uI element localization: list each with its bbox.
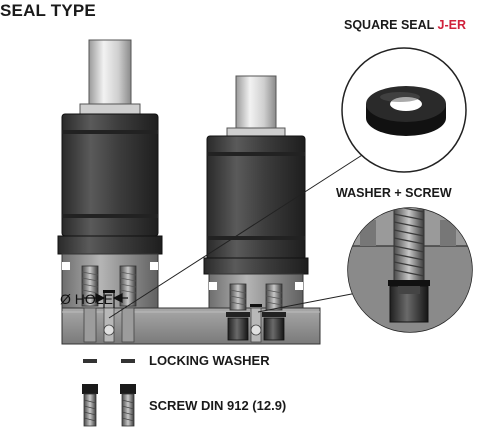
piston-rod-left — [88, 39, 132, 109]
square-seal-callout — [341, 47, 467, 173]
leader-lines — [108, 149, 371, 319]
cylinder-right — [203, 75, 309, 343]
locking-washer-icon — [83, 359, 135, 363]
washer-screw-callout — [347, 207, 473, 333]
screw-label: SCREW DIN 912 (12.9) — [149, 398, 287, 413]
screw-icon — [82, 384, 136, 427]
locking-washer-label: LOCKING WASHER — [149, 353, 270, 368]
square-seal-label-text: SQUARE SEAL — [344, 18, 438, 32]
cylinder-left — [57, 39, 163, 343]
square-seal-code: J-ER — [437, 18, 467, 32]
washer-screw-label: WASHER + SCREW — [336, 186, 452, 200]
piston-rod-right — [235, 75, 277, 133]
diagram-title: SEAL TYPE — [0, 1, 96, 20]
hole-label: Ø HOLE — [60, 291, 113, 307]
hole-dimension — [84, 290, 128, 308]
square-seal-label: SQUARE SEAL J-ER — [344, 18, 466, 32]
